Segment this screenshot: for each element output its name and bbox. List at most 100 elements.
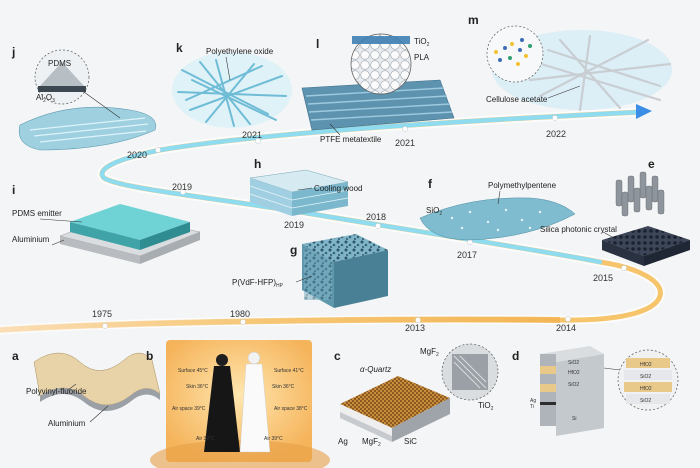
panel-c-quartz: α-Quartz [360, 365, 391, 374]
panel-a-letter: a [12, 349, 19, 363]
panel-d-inset-l1 [626, 358, 670, 368]
panel-j-pdms: PDMS [48, 59, 71, 68]
panel-k-fibers [177, 59, 287, 127]
panel-c-mgf2-bottom: MgF2 [362, 437, 381, 448]
panel-d-stack-sio2-2: SiO2 [568, 382, 579, 388]
panel-b-label-5: Air space 39°C [172, 406, 206, 412]
panel-a-pvf: Polyvinyl-fluoride [26, 387, 87, 396]
year-1975: 1975 [92, 309, 112, 319]
year-2021-b: 2021 [395, 138, 415, 148]
year-2019-b: 2019 [284, 220, 304, 230]
panel-d: d SiO2 HfO2 SiO2 Ag Ti Si HfO2 SiO2 HfO2… [512, 346, 679, 436]
panel-b-label-3: Skin 36°C [186, 384, 209, 390]
panel-e-slab-front [602, 240, 644, 266]
panel-k-label: Polyethylene oxide [206, 47, 274, 56]
panel-i: i PDMS emitter Aluminium [12, 183, 201, 264]
panel-d-inset-l2 [624, 370, 672, 380]
panel-m-inset [486, 25, 544, 83]
year-2017: 2017 [457, 250, 477, 260]
panel-c-layer1 [340, 404, 392, 436]
panel-b-figure-man [239, 351, 271, 453]
panel-l-tio2: TiO2 [414, 37, 430, 48]
panel-j-texture [29, 117, 149, 143]
panel-e-pillars [615, 171, 665, 217]
panel-k-letter: k [176, 41, 183, 55]
panel-l-letter: l [316, 37, 319, 51]
panel-c-sic: SiC [404, 437, 417, 446]
panel-d-ag-label: Ag [530, 398, 536, 404]
panel-l-inset-coat [352, 36, 410, 44]
panel-c-letter: c [334, 349, 341, 363]
panel-b-letter: b [146, 349, 153, 363]
panel-g-letter: g [290, 243, 297, 257]
panel-a-aluminium-label: Aluminium [48, 419, 86, 428]
panel-g-side [334, 250, 388, 308]
panel-f-letter: f [428, 177, 433, 191]
panel-i-emitter-side [140, 222, 190, 250]
panel-g-front-pores [304, 250, 332, 300]
panel-b-figure-woman [204, 354, 240, 452]
panel-d-layer-1: HfO2 [640, 362, 652, 368]
panel-f-sio2: SiO2 [426, 206, 442, 217]
panel-f-particles [450, 208, 542, 232]
year-2019-a: 2019 [172, 182, 192, 192]
panel-e-slab-side [644, 240, 690, 266]
panel-f: f Polymethylpentene SiO2 [419, 177, 576, 241]
panel-i-aluminium-side [140, 232, 200, 264]
year-1980: 1980 [230, 309, 250, 319]
panel-h: h Cooling wood [249, 157, 362, 216]
panel-h-wood-stack [249, 169, 349, 216]
panel-b-label-8: Air 39°C [264, 436, 283, 442]
panel-d-layer-2: SiO2 [640, 374, 651, 380]
panel-j-al2o3: Al2O3 [36, 93, 55, 104]
panel-c-inset-lines [453, 355, 487, 389]
panel-i-emitter-label: PDMS emitter [12, 209, 62, 218]
panel-c-layer3 [392, 398, 450, 442]
panel-d-band-1 [540, 366, 556, 374]
panel-e-slab [602, 226, 690, 256]
panel-d-inset-l3 [624, 382, 672, 392]
panel-l-inset [350, 33, 412, 95]
panel-b-dune [150, 440, 330, 468]
panel-i-aluminium-edge [60, 236, 140, 264]
year-2022: 2022 [546, 129, 566, 139]
timeline-arrow-head [636, 104, 652, 119]
panel-l: l TiO2 PLA PTFE metatextile [301, 33, 455, 144]
panel-d-side [556, 354, 604, 436]
year-2013: 2013 [405, 323, 425, 333]
panel-i-letter: i [12, 183, 15, 197]
year-2018: 2018 [366, 212, 386, 222]
panel-d-stack-hfo2: HfO2 [568, 370, 580, 376]
panel-m-letter: m [468, 13, 479, 27]
panel-j: j PDMS Al2O3 [11, 45, 157, 151]
panel-d-ti-label: Ti [530, 404, 534, 410]
panel-e: e Silica photonic crystal [540, 157, 690, 266]
panel-f-film [419, 197, 576, 241]
panel-a-aluminium [40, 388, 160, 411]
panel-d-ag [540, 402, 556, 405]
panel-f-polymer: Polymethylpentene [488, 181, 557, 190]
panel-i-aluminium-label: Aluminium [12, 235, 50, 244]
panel-h-letter: h [254, 157, 261, 171]
panel-e-label: Silica photonic crystal [540, 225, 617, 234]
panel-l-ptfe: PTFE metatextile [320, 135, 382, 144]
panel-i-emitter-edge [70, 222, 140, 250]
panel-d-inset-l4 [626, 394, 670, 404]
panel-c-top [340, 376, 450, 428]
panel-b-label-4: Skin 36°C [272, 384, 295, 390]
panel-h-label: Cooling wood [314, 184, 362, 193]
panel-c-mgf2-top: MgF2 [420, 347, 439, 358]
panel-l-pla: PLA [414, 53, 430, 62]
year-2020: 2020 [127, 150, 147, 160]
panel-e-letter: e [648, 157, 655, 171]
panel-m-label: Cellulose acetate [486, 95, 548, 104]
panel-m-fibers [526, 34, 672, 112]
panel-m-molecules [494, 38, 532, 66]
year-2014: 2014 [556, 323, 576, 333]
timeline-band [0, 316, 561, 333]
panel-b-desert [166, 340, 312, 462]
panel-c: c α-Quartz MgF2 Ag MgF2 SiC TiO2 [334, 343, 499, 448]
year-dots [102, 115, 627, 329]
